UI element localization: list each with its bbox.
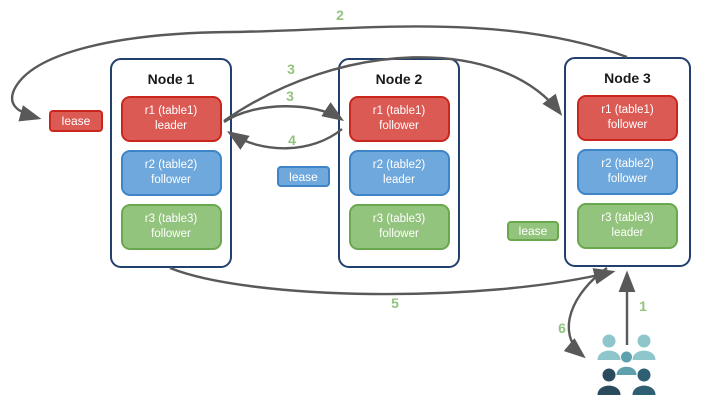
arrow-label-3b: 3 — [286, 88, 294, 104]
lease-badge-blue: lease — [277, 166, 330, 187]
replica-name: r3 (table3) — [144, 213, 198, 226]
replica-role: follower — [151, 228, 191, 240]
node2-replica-r1: r1 (table1) follower — [348, 96, 450, 142]
replica-name: r1 (table1) — [144, 105, 198, 118]
node-3-title: Node 3 — [604, 70, 651, 86]
arrow-label-3a: 3 — [287, 61, 295, 77]
arrow-label-2: 2 — [336, 7, 344, 23]
replica-role: follower — [151, 174, 191, 186]
node1-replica-r3: r3 (table3) follower — [120, 204, 222, 250]
node2-replica-r2: r2 (table2) leader — [348, 150, 450, 196]
node1-replica-r1: r1 (table1) leader — [120, 96, 222, 142]
replica-name: r3 (table3) — [372, 213, 426, 226]
arrow-5-node1-to-node3 — [169, 266, 616, 296]
replica-name: r1 (table1) — [601, 104, 654, 117]
arrow-label-4: 4 — [288, 132, 296, 148]
node-1-title: Node 1 — [147, 71, 195, 87]
node-3-box: Node 3 r1 (table1) follower r2 (table2) … — [564, 57, 691, 267]
replica-role: follower — [379, 120, 419, 132]
replica-role: leader — [611, 227, 644, 239]
node3-replica-r1: r1 (table1) follower — [577, 95, 678, 141]
replica-name: r2 (table2) — [144, 159, 198, 172]
arrow-3-r1-leader-to-node2 — [223, 102, 345, 123]
replica-role: follower — [607, 173, 648, 185]
node3-replica-r2: r2 (table2) follower — [577, 149, 678, 195]
users-group-icon — [597, 334, 656, 395]
arrow-2-node3-to-lease — [10, 25, 628, 122]
replica-name: r3 (table3) — [601, 212, 654, 225]
node-2-box: Node 2 r1 (table1) follower r2 (table2) … — [338, 58, 460, 268]
lease-badge-red: lease — [49, 110, 103, 132]
arrow-label-1: 1 — [639, 298, 647, 314]
arrow-label-6: 6 — [558, 320, 566, 336]
replica-name: r2 (table2) — [601, 158, 654, 171]
node-1-box: Node 1 r1 (table1) leader r2 (table2) fo… — [110, 58, 232, 268]
replica-name: r1 (table1) — [372, 105, 426, 118]
node3-replica-r3: r3 (table3) leader — [577, 203, 678, 249]
replica-role: leader — [155, 120, 187, 132]
node2-replica-r3: r3 (table3) follower — [348, 204, 450, 250]
arrow-4-node2-to-r1-leader — [226, 128, 343, 150]
replica-role: follower — [379, 228, 419, 240]
replica-name: r2 (table2) — [372, 159, 426, 172]
replica-role: follower — [607, 119, 648, 131]
node-2-title: Node 2 — [375, 71, 423, 87]
arrow-label-5: 5 — [391, 295, 399, 311]
lease-badge-green: lease — [507, 221, 559, 241]
replica-role: leader — [383, 174, 415, 186]
node1-replica-r2: r2 (table2) follower — [120, 150, 222, 196]
